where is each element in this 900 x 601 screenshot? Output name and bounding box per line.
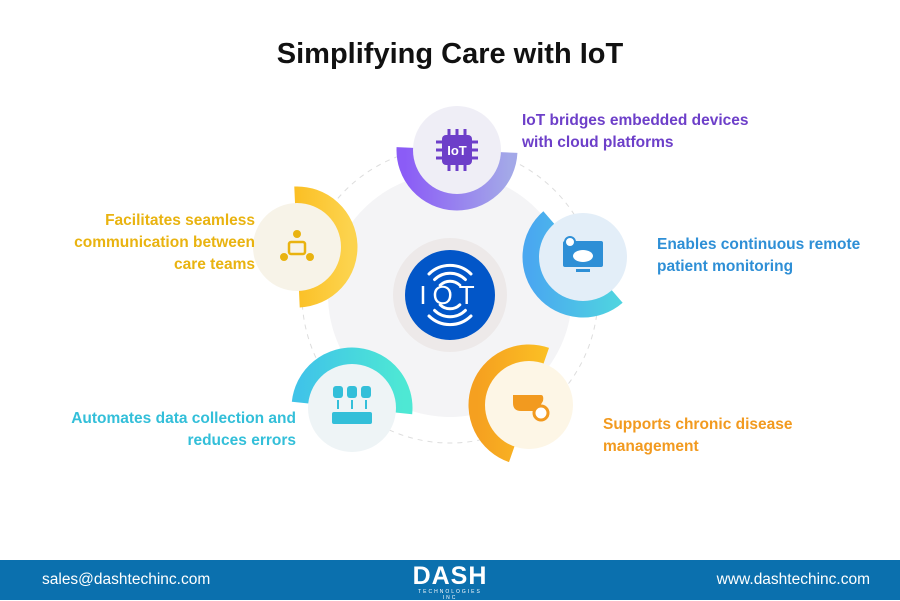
center-iot-badge — [405, 250, 495, 340]
arc-left — [294, 186, 358, 308]
cloud-monitor-icon — [563, 236, 603, 272]
dash-logo: DASH TECHNOLOGIES INC — [412, 562, 488, 601]
label-right: Enables continuous remote patient monito… — [657, 236, 861, 275]
website-link[interactable]: www.dashtechinc.com — [716, 571, 870, 588]
arc-bottom-left — [291, 347, 413, 415]
email-link[interactable]: sales@dashtechinc.com — [42, 571, 211, 588]
footer: sales@dashtechinc.com DASH TECHNOLOGIES … — [0, 560, 900, 601]
node-left — [253, 203, 341, 291]
label-left: Facilitates seamless communication betwe… — [74, 212, 255, 273]
arc-right — [522, 211, 623, 318]
wireless-waves-icon — [427, 263, 473, 327]
label-bottom-left: Automates data collection and reduces er… — [71, 410, 296, 449]
iot-diagram: IoT IOT — [253, 106, 627, 463]
liver-gear-icon — [513, 395, 550, 422]
team-communication-icon — [280, 230, 314, 261]
label-bottom-right: Supports chronic disease management — [603, 416, 793, 455]
page-title: Simplifying Care with IoT — [276, 38, 624, 70]
iot-chip-icon: IoT — [436, 129, 478, 171]
database-transfer-icon — [332, 386, 372, 424]
center-label: IOT — [419, 280, 480, 310]
svg-text:IoT: IoT — [447, 143, 467, 158]
arc-top — [396, 147, 518, 211]
arc-bottom-right — [468, 344, 549, 463]
label-top: IoT bridges embedded devices with cloud … — [522, 112, 749, 151]
